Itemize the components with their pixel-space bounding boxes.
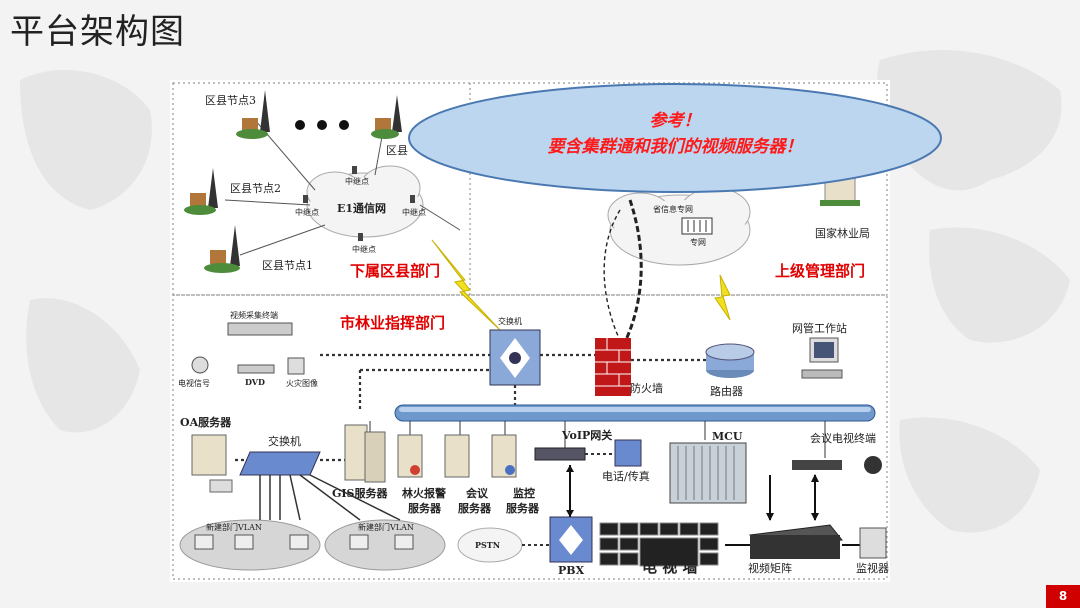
monitor-label: 监视器 — [856, 562, 889, 575]
callout-text: 参考！ 要含集群通和我们的视频服务器！ — [405, 108, 945, 160]
firewall-icon — [595, 338, 631, 396]
e1-network-label: E1通信网 — [337, 202, 387, 215]
node-1-label: 区县节点1 — [262, 259, 313, 272]
node-3-label: 区县节点3 — [205, 94, 256, 107]
node-x-label: 区县 — [386, 144, 408, 157]
tv-wall-icon — [599, 522, 719, 567]
nms-workstation-icon — [801, 337, 843, 379]
meeting-server-label-1: 会议 — [466, 487, 488, 500]
phone-fax-icon — [614, 439, 642, 467]
callout-bubble — [408, 83, 942, 193]
upper-section-label: 上级管理部门 — [775, 262, 866, 280]
callout-line-1: 参考！ — [649, 111, 701, 131]
dvd-icon — [237, 364, 275, 374]
county-node-x-icon — [371, 95, 402, 139]
fire-image-icon — [287, 357, 305, 375]
dedicated-label: 专网 — [690, 238, 706, 247]
more-nodes-dots — [295, 120, 349, 130]
monitor-server-icon — [491, 434, 517, 478]
county-section-label: 下属区县部门 — [350, 262, 441, 280]
tv-wall-label: 电 视 墙 — [642, 558, 698, 576]
county-node-3-icon — [236, 90, 270, 139]
province-cloud — [607, 187, 751, 266]
video-terminal-label: 视频采集终端 — [230, 311, 278, 320]
conf-terminal-label: 会议电视终端 — [810, 432, 876, 445]
province-network-label: 省信息专网 — [653, 205, 693, 214]
diagram-canvas — [172, 82, 888, 580]
dedicated-network-icon — [681, 217, 713, 235]
fire-alarm-server-label-1: 林火报警 — [402, 487, 446, 500]
router-label: 路由器 — [710, 385, 743, 398]
vlan-group-2 — [324, 519, 446, 571]
pbx-label: PBX — [558, 564, 585, 577]
mcu-icon — [669, 442, 747, 504]
vlan-1-label: 新建部门VLAN — [206, 523, 262, 532]
oa-server-label: OA服务器 — [180, 416, 232, 429]
voip-gateway-icon — [534, 447, 586, 461]
county-node-2-icon — [184, 168, 218, 215]
small-switch-label: 交换机 — [268, 435, 301, 448]
page-number-badge: 8 — [1046, 585, 1080, 608]
county-node-1-icon — [204, 225, 240, 273]
forestry-bureau-label: 国家林业局 — [815, 227, 870, 240]
node-2-label: 区县节点2 — [230, 182, 281, 195]
video-terminal-icon — [227, 322, 293, 336]
e1-cloud — [306, 165, 424, 238]
gis-server-icon — [344, 424, 386, 483]
lower-region-border — [172, 294, 888, 580]
nms-label: 网管工作站 — [792, 322, 847, 335]
gis-server-label: GIS服务器 — [332, 487, 388, 500]
fire-image-label: 火灾图像 — [286, 379, 318, 388]
pstn-label: PSTN — [475, 540, 501, 550]
vlan-group-1 — [179, 519, 321, 571]
tv-signal-icon — [191, 356, 209, 374]
upper-region-border — [172, 82, 888, 296]
pbx-icon — [549, 516, 593, 563]
vlan-2-label: 新建部门VLAN — [358, 523, 414, 532]
firewall-label: 防火墙 — [630, 382, 663, 395]
small-switch-icon — [239, 451, 321, 476]
relay-label-4: 中继点 — [352, 245, 376, 254]
monitor-icon — [859, 527, 887, 559]
architecture-diagram: 区县节点3 区县节点2 区县节点1 区县 E1通信网 中继点 中继点 中继点 中… — [170, 80, 890, 582]
mcu-label: MCU — [712, 430, 743, 443]
oa-server-icon — [191, 434, 233, 493]
router-icon — [705, 343, 755, 378]
monitor-server-label-2: 服务器 — [506, 502, 539, 515]
core-switch-icon — [489, 329, 541, 386]
relay-label-2: 中继点 — [295, 208, 319, 217]
backbone-bus — [394, 404, 876, 422]
tv-signal-label: 电视信号 — [178, 379, 210, 388]
city-section-label: 市林业指挥部门 — [340, 314, 446, 332]
video-matrix-icon — [749, 524, 843, 559]
monitor-server-label-1: 监控 — [513, 487, 535, 500]
core-switch-label: 交换机 — [498, 317, 522, 326]
fire-alarm-server-icon — [397, 434, 423, 478]
phone-fax-label: 电话/传真 — [602, 470, 650, 483]
relay-label-3: 中继点 — [402, 208, 426, 217]
conf-terminal-icon — [792, 456, 882, 474]
page-title: 平台架构图 — [10, 12, 185, 52]
relay-icons — [303, 166, 415, 241]
voip-label: VoIP网关 — [562, 429, 613, 442]
callout-line-2: 要含集群通和我们的视频服务器！ — [547, 137, 803, 157]
fire-alarm-server-label-2: 服务器 — [408, 502, 441, 515]
relay-label-1: 中继点 — [345, 177, 369, 186]
meeting-server-icon — [444, 434, 470, 478]
video-matrix-label: 视频矩阵 — [748, 562, 792, 575]
dvd-label: DVD — [245, 377, 265, 387]
lightning-right — [714, 274, 731, 321]
meeting-server-label-2: 服务器 — [458, 502, 491, 515]
